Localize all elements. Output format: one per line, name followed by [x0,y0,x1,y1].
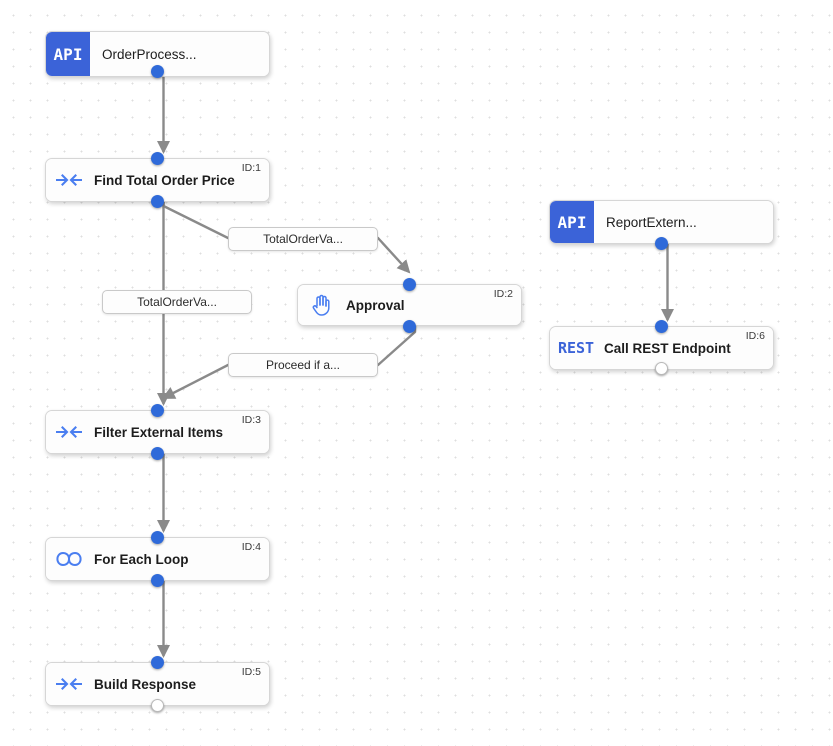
port-build-response-in[interactable] [151,656,164,669]
port-report-extern-out[interactable] [655,237,668,250]
node-for-each-loop[interactable]: For Each Loop ID:4 [45,537,270,581]
edge-label-proceed-if[interactable]: Proceed if a... [228,353,378,377]
port-for-each-loop-out[interactable] [151,574,164,587]
edge-label-total-order-value-1[interactable]: TotalOrderVa... [228,227,378,251]
merge-arrows-icon [46,172,92,188]
api-badge-icon: API [46,32,90,76]
node-id-label: ID:2 [493,288,513,300]
node-id-label: ID:3 [241,414,261,426]
edge-label-text: TotalOrderVa... [137,295,217,309]
node-title: Find Total Order Price [94,172,235,188]
node-build-response[interactable]: Build Response ID:5 [45,662,270,706]
node-id-label: ID:6 [745,330,765,342]
port-filter-external-items-in[interactable] [151,404,164,417]
node-id-label: ID:5 [241,666,261,678]
edge-label-total-order-value-2[interactable]: TotalOrderVa... [102,290,252,314]
node-id-label: ID:1 [241,162,261,174]
rest-badge-icon: REST [557,339,595,357]
node-title: For Each Loop [94,551,189,567]
merge-arrows-icon [46,676,92,692]
node-title: Filter External Items [94,424,224,440]
port-for-each-loop-in[interactable] [151,531,164,544]
port-find-total-order-price-in[interactable] [151,152,164,165]
node-title: Call REST Endpoint [604,340,731,356]
infinity-icon [46,551,92,567]
node-approval[interactable]: Approval ID:2 [297,284,522,326]
port-order-process-out[interactable] [151,65,164,78]
port-build-response-out[interactable] [151,699,164,712]
edge-label-text: Proceed if a... [265,358,341,372]
merge-arrows-icon [46,424,92,440]
port-approval-in[interactable] [403,278,416,291]
port-approval-out[interactable] [403,320,416,333]
node-filter-external-items[interactable]: Filter External Items ID:3 [45,410,270,454]
hand-icon [298,294,344,316]
port-call-rest-endpoint-out[interactable] [655,362,668,375]
api-badge-icon: API [550,201,594,243]
node-title: Approval [346,297,405,313]
node-title: Build Response [94,676,197,692]
edge-label-text: TotalOrderVa... [263,232,343,246]
node-title: ReportExtern... [606,214,697,230]
port-call-rest-endpoint-in[interactable] [655,320,668,333]
port-find-total-order-price-out[interactable] [151,195,164,208]
port-filter-external-items-out[interactable] [151,447,164,460]
node-title: OrderProcess... [102,46,197,62]
node-id-label: ID:4 [241,541,261,553]
